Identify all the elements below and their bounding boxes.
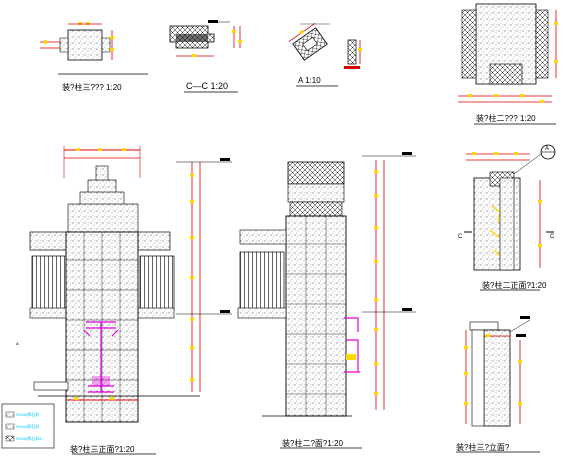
title-column-3-plan: 装?柱三??? 1:20 <box>62 82 122 92</box>
legend-item-2: 25mm厚石材 <box>16 423 39 429</box>
legend-item-3: 25mm厚石材A <box>16 435 42 441</box>
title-column-2-side: 装?柱二?面?1:20 <box>282 438 343 448</box>
section-mark-c-right: C <box>550 234 555 240</box>
detail-a <box>288 23 362 87</box>
detail-callout-a: A <box>545 146 549 152</box>
elevation-column-2-front <box>464 144 556 291</box>
legend-item-1: 25mm厚石材 <box>16 411 39 417</box>
title-column-2-front: 装?柱二正面?1:20 <box>482 280 547 290</box>
title-column-3-front: 装?柱三正面?1:20 <box>70 444 135 454</box>
plan-column-3 <box>40 22 148 75</box>
title-section-c-c: C—C 1:20 <box>186 81 228 91</box>
section-mark-c-left: C <box>458 234 463 240</box>
elevation-column-3-side <box>456 316 540 453</box>
plan-column-2 <box>458 3 558 125</box>
title-detail-a: A 1:10 <box>298 76 321 85</box>
title-column-2-plan: 装?柱二??? 1:20 <box>476 113 536 123</box>
detail-mark-a-left: A <box>16 341 19 346</box>
elevation-column-2-side <box>237 152 416 449</box>
legend-box <box>1 403 55 449</box>
section-c-c <box>169 20 242 93</box>
elevation-column-3-front <box>29 146 232 455</box>
title-column-3-side: 装?柱三?立面? <box>456 442 510 452</box>
